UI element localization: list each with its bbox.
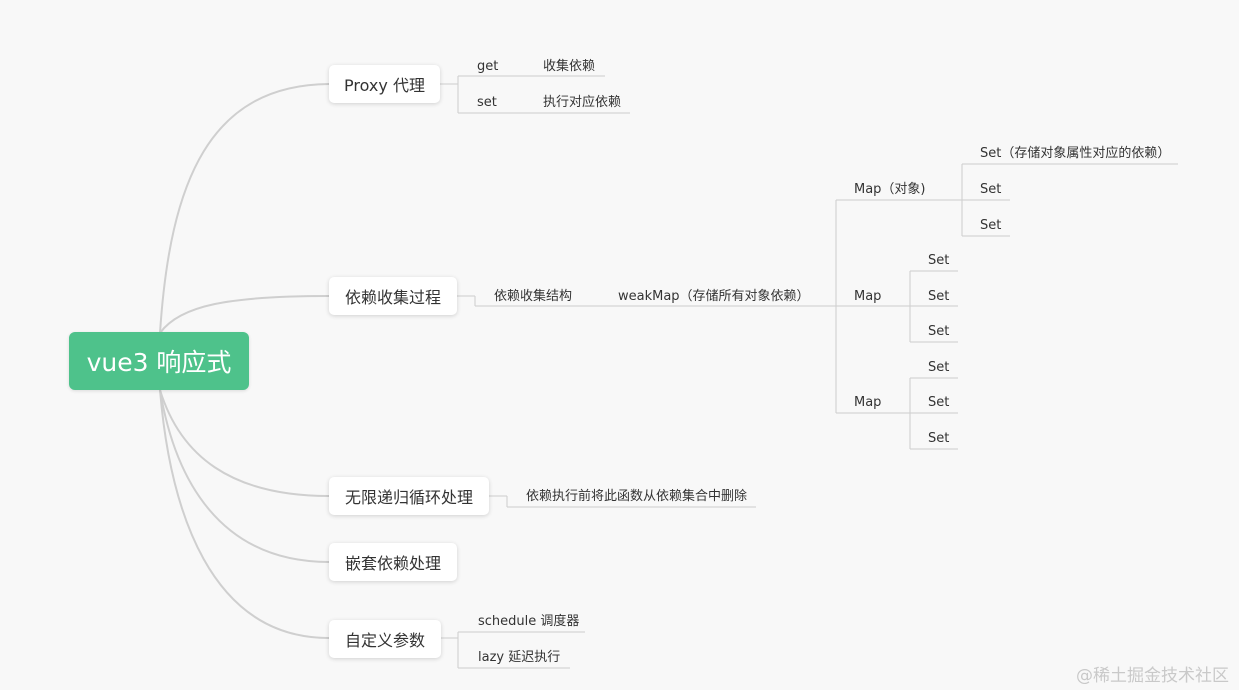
label-loop-desc[interactable]: 依赖执行前将此函数从依赖集合中删除	[526, 489, 748, 504]
label-map-1[interactable]: Map（对象)	[854, 182, 926, 197]
label-map1-set-2[interactable]: Set	[980, 182, 1002, 197]
root-node[interactable]: vue3 响应式	[69, 332, 249, 390]
label-map1-set-1[interactable]: Set（存储对象属性对应的依赖）	[980, 146, 1171, 161]
label-option-schedule[interactable]: schedule 调度器	[478, 614, 580, 629]
label-weakmap[interactable]: weakMap（存储所有对象依赖）	[618, 289, 810, 304]
label-map3-set-3[interactable]: Set	[928, 431, 950, 446]
node-dependency-collection[interactable]: 依赖收集过程	[329, 277, 457, 315]
label-get[interactable]: get	[477, 59, 499, 74]
connector-dep	[159, 295, 330, 334]
node-infinite-recursion[interactable]: 无限递归循环处理	[329, 477, 489, 515]
watermark: @稀土掘金技术社区	[1076, 666, 1229, 686]
connector-loop	[159, 389, 330, 497]
label-set-desc[interactable]: 执行对应依赖	[543, 95, 622, 110]
label-map3-set-2[interactable]: Set	[928, 395, 950, 410]
label-map2-set-3[interactable]: Set	[928, 324, 950, 339]
label-dep-structure[interactable]: 依赖收集结构	[494, 289, 573, 304]
node-nested-dependency[interactable]: 嵌套依赖处理	[329, 543, 457, 581]
label-map1-set-3[interactable]: Set	[980, 218, 1002, 233]
label-get-desc[interactable]: 收集依赖	[543, 59, 596, 74]
node-proxy[interactable]: Proxy 代理	[329, 65, 440, 103]
node-custom-options[interactable]: 自定义参数	[329, 620, 441, 658]
label-map-2[interactable]: Map	[854, 289, 882, 304]
label-map-3[interactable]: Map	[854, 395, 882, 410]
label-map2-set-2[interactable]: Set	[928, 289, 950, 304]
label-map3-set-1[interactable]: Set	[928, 360, 950, 375]
connector-proxy	[159, 83, 330, 334]
label-map2-set-1[interactable]: Set	[928, 253, 950, 268]
connector-nested	[159, 389, 330, 563]
connector-options	[159, 389, 330, 639]
label-set[interactable]: set	[477, 95, 497, 110]
label-option-lazy[interactable]: lazy 延迟执行	[478, 650, 561, 665]
